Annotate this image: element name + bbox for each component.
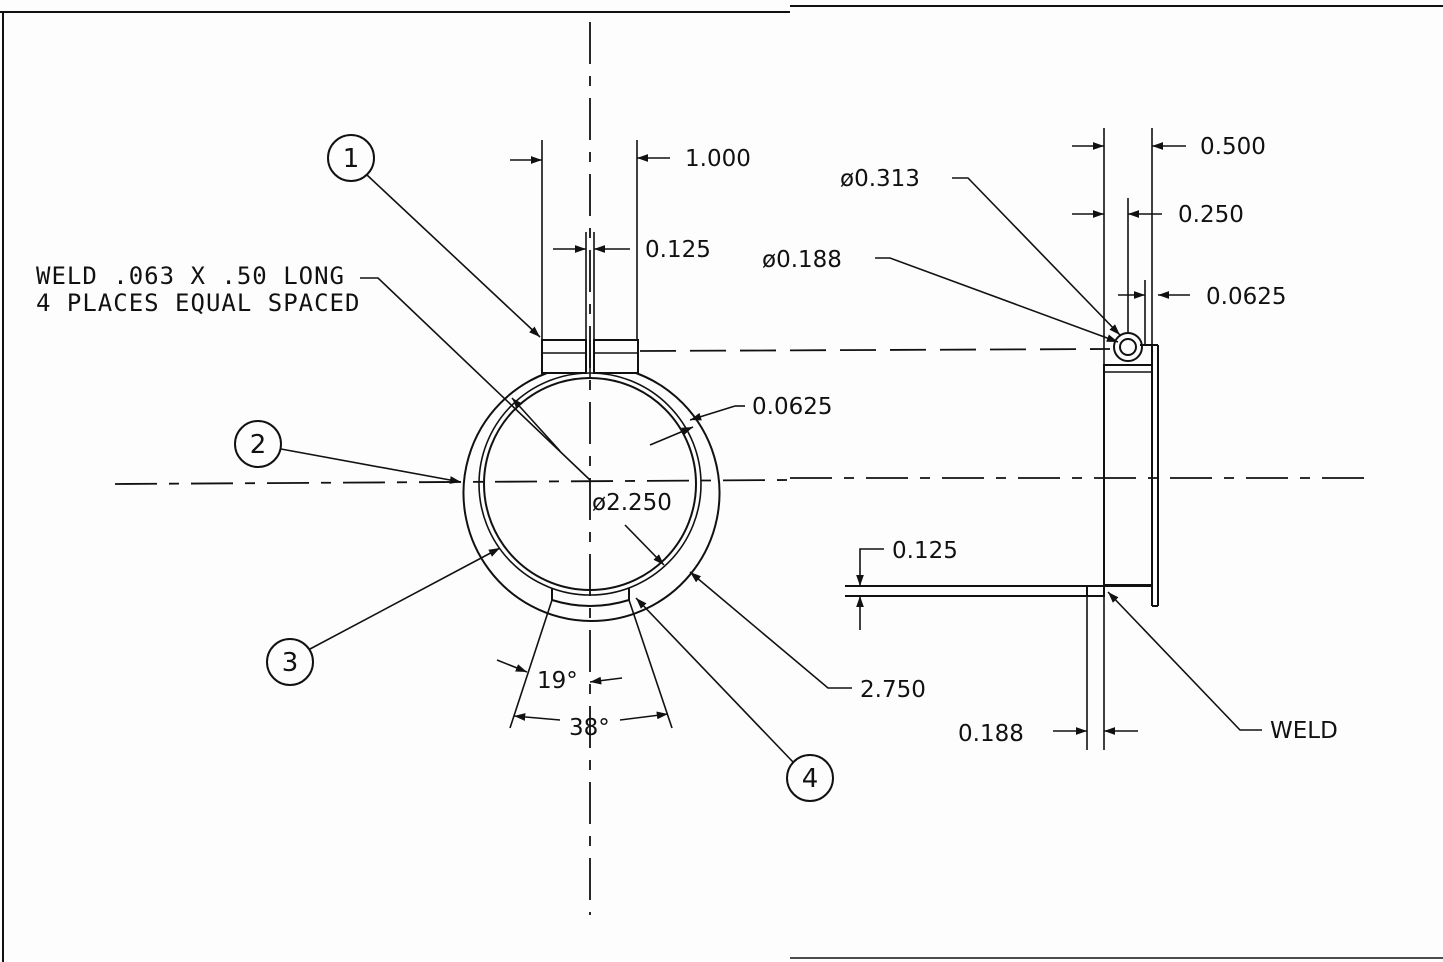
side-dim-tab-width-label: 0.188: [958, 721, 1024, 747]
side-dim-width-label: 0.500: [1200, 134, 1266, 160]
balloon-4: [786, 754, 834, 802]
hinge-pin-inner: [1119, 338, 1137, 356]
sheet-border: [0, 5, 1443, 962]
balloon-3: [266, 638, 314, 686]
dim-width-label: 1.000: [685, 146, 751, 172]
weld-note-line2: 4 PLACES EQUAL SPACED: [36, 289, 360, 317]
outer-band-arc: [462, 372, 721, 623]
balloon-4-label: 4: [802, 764, 819, 794]
side-dim-hole-outer-label: ø0.313: [840, 166, 920, 192]
bottom-shoe: [551, 588, 630, 607]
weld-note-leader: [360, 277, 591, 481]
balloon-2: [234, 420, 282, 468]
dim-wall-label: 0.0625: [752, 394, 832, 420]
tab-weld-block: [1086, 585, 1105, 597]
clamp-ear-right: [593, 339, 639, 374]
clamp-ear-left: [541, 339, 587, 374]
balloon-1: [327, 134, 375, 182]
angle-line-left: [509, 599, 553, 729]
angle-full-label: 38°: [569, 715, 610, 741]
dim-outer-label: 2.750: [860, 677, 926, 703]
side-dim-tab-thk-label: 0.125: [892, 538, 958, 564]
weld-label: WELD: [1270, 718, 1338, 744]
dim-slot-label: 0.125: [645, 237, 711, 263]
hinge-pin-outer: [1113, 332, 1143, 362]
side-dim-offset-label: 0.250: [1178, 202, 1244, 228]
side-dim-wall-label: 0.0625: [1206, 284, 1286, 310]
angle-half-label: 19°: [537, 668, 578, 694]
balloon-3-label: 3: [282, 648, 299, 678]
angle-line-right: [628, 599, 673, 729]
side-view: 0.500 0.250 0.0625 ø0.313 ø0.188 0.125 0…: [639, 128, 1368, 750]
band-side-body: [1103, 364, 1153, 586]
front-view: 1.000 0.125 WELD .063 X .50 LONG 4 PLACE…: [36, 22, 926, 915]
side-dim-hole-inner-label: ø0.188: [762, 247, 842, 273]
projection-line-top: [639, 348, 1111, 352]
dim-inner-dia-label: ø2.250: [592, 490, 672, 516]
balloon-2-label: 2: [250, 430, 267, 460]
balloon-1-label: 1: [343, 144, 360, 174]
weld-note-line1: WELD .063 X .50 LONG: [36, 262, 345, 290]
